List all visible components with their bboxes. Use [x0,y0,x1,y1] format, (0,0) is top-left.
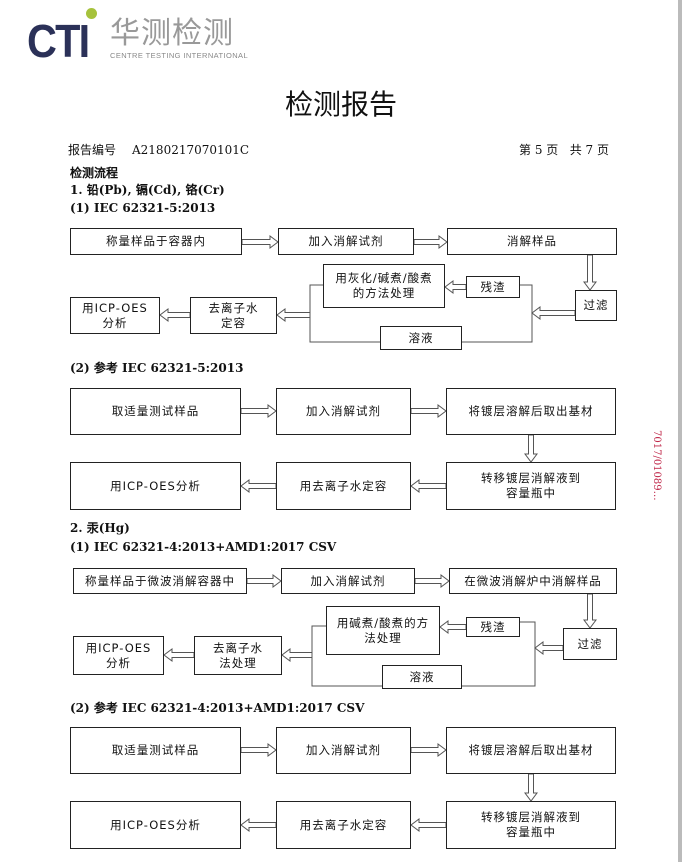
flow4-dilute: 用去离子水定容 [276,801,411,849]
flow-arrow [240,479,277,493]
flow-arrow [410,743,447,757]
flow-arrow [414,574,450,588]
flow-arrow [410,404,447,418]
flow4-transfer: 转移镀层消解液到 容量瓶中 [446,801,616,849]
flow-line [309,284,380,343]
flow-arrow [240,404,277,418]
flow-arrow [531,306,576,320]
flow1-treat: 用灰化/碱煮/酸煮 的方法处理 [323,264,445,308]
flow3-icp: 用ICP-OES 分析 [73,636,164,675]
flow4-icp: 用ICP-OES分析 [70,801,241,849]
flow4-add-reagent: 加入消解试剂 [276,727,411,774]
flow2-take-sample: 取适量测试样品 [70,388,241,435]
logo-name-cn: 华测检测 [110,16,234,51]
flow4-dissolve-plating: 将镀层溶解后取出基材 [446,727,616,774]
flow-arrow [159,308,191,322]
page-title: 检测报告 [284,88,397,121]
flow3-solution: 溶液 [382,665,462,689]
flow4-take-sample: 取适量测试样品 [70,727,241,774]
report-no-label: 报告编号 [68,143,117,157]
section-title: 检测流程 [70,166,119,180]
flow1-add-reagent: 加入消解试剂 [278,228,414,255]
flow3-add-reagent: 加入消解试剂 [281,568,415,594]
section-1-heading: 1. 铅(Pb), 镉(Cd), 铬(Cr) [70,183,225,197]
section-2-sub2: (2) 参考 IEC 62321-4:2013+AMD1:2017 CSV [70,701,365,715]
flow1-solution: 溶液 [380,326,462,350]
report-no: A2180217070101C [132,143,250,157]
flow-arrow [240,818,277,832]
flow-arrow [524,773,538,802]
flow-arrow [534,641,564,655]
flow2-add-reagent: 加入消解试剂 [276,388,411,435]
flow1-digest: 消解样品 [447,228,617,255]
flow1-icp: 用ICP-OES 分析 [70,297,160,334]
flow-arrow [410,818,447,832]
flow-arrow [524,434,538,463]
flow-arrow [281,648,313,662]
stamp-fragment: 7017/01089… [651,430,662,501]
flow3-weigh-sample: 称量样品于微波消解容器中 [73,568,247,594]
flow-arrow [241,235,279,249]
flow-arrow [276,308,311,322]
flow1-weigh-sample: 称量样品于容器内 [70,228,242,255]
flow-arrow [413,235,448,249]
flow3-residue: 残渣 [466,617,520,637]
logo-dot [86,8,97,19]
flow-line [311,625,382,687]
flow3-filter: 过滤 [563,628,617,660]
logo-brand: CTI [27,15,90,67]
flow-arrow [439,620,467,634]
logo-name-en: CENTRE TESTING INTERNATIONAL [110,51,249,60]
flow1-dilute: 去离子水 定容 [190,297,277,334]
flow2-icp: 用ICP-OES分析 [70,462,241,510]
flow2-dissolve-plating: 将镀层溶解后取出基材 [446,388,616,435]
section-2-sub1: (1) IEC 62321-4:2013+AMD1:2017 CSV [70,540,337,554]
flow-line [462,621,536,687]
flow3-microwave-digest: 在微波消解炉中消解样品 [449,568,617,594]
flow-arrow [444,280,467,294]
flow-arrow [410,479,447,493]
flow-line [462,284,533,343]
flow-arrow [246,574,282,588]
flow1-filter: 过滤 [575,290,617,321]
flow-arrow [583,593,597,629]
flow-arrow [240,743,277,757]
flow-arrow [583,254,597,291]
flow1-residue: 残渣 [466,276,520,298]
flow-arrow [163,648,195,662]
section-1-sub1: (1) IEC 62321-5:2013 [70,201,216,215]
flow2-dilute: 用去离子水定容 [276,462,411,510]
section-2-heading: 2. 汞(Hg) [70,521,130,535]
page-edge [678,0,682,862]
flow3-treat: 用碱煮/酸煮的方 法处理 [326,606,440,655]
flow3-dilute: 去离子水 法处理 [194,636,282,675]
section-1-sub2: (2) 参考 IEC 62321-5:2013 [70,361,244,375]
page-info: 第 5 页 共 7 页 [519,143,609,157]
flow2-transfer: 转移镀层消解液到 容量瓶中 [446,462,616,510]
